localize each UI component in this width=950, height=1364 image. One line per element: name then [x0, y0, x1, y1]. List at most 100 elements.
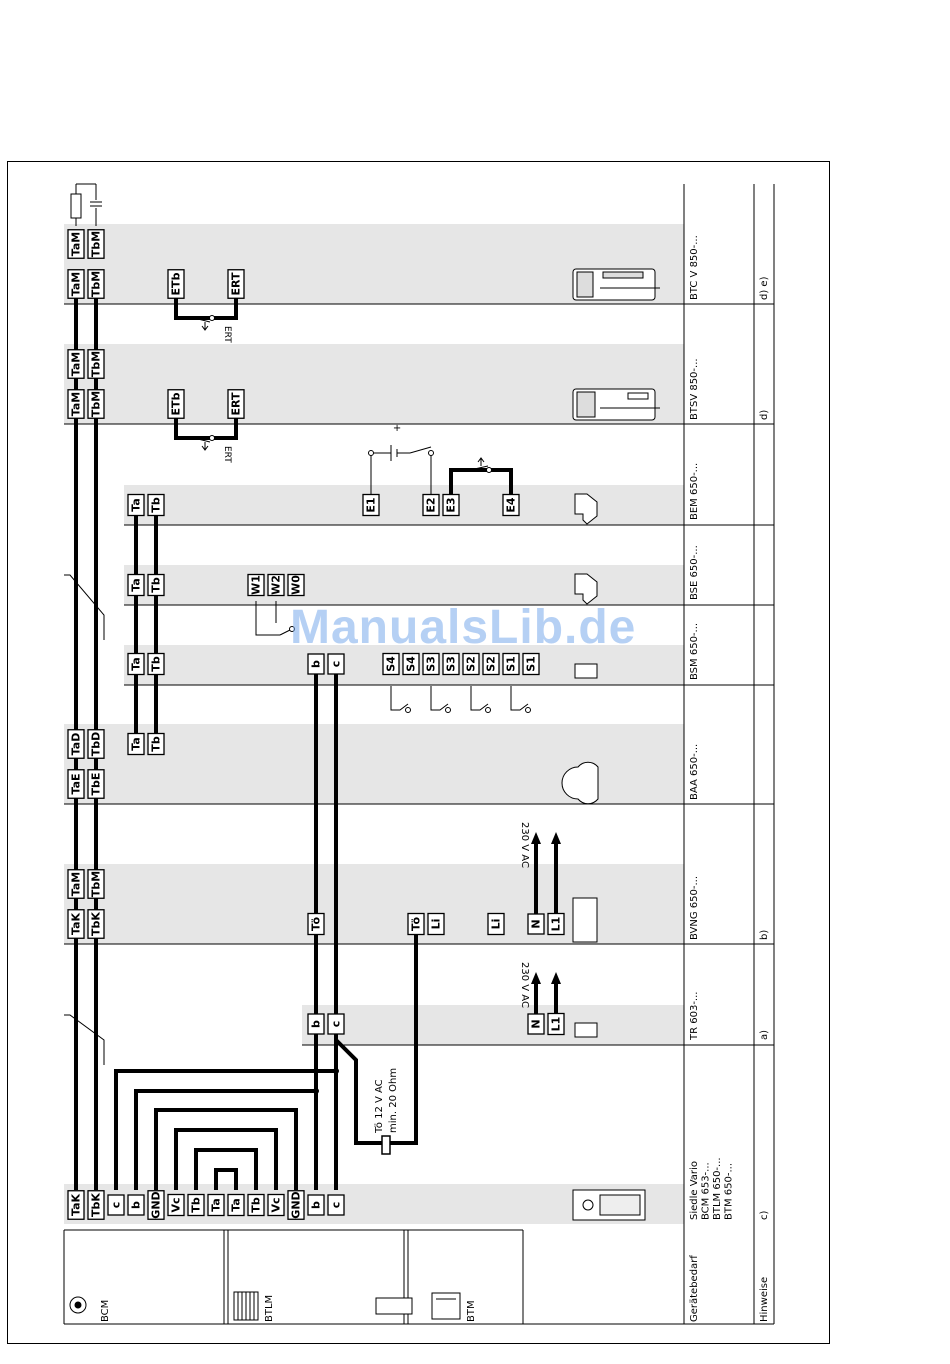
svg-text:Tö: Tö — [310, 917, 323, 931]
bsm-module-icon — [574, 663, 598, 679]
to-resistance-label: min. 20 Ohm — [388, 1068, 399, 1133]
terminal-S1: S1 — [502, 652, 520, 676]
svg-text:Ta: Ta — [210, 1198, 223, 1212]
svg-text:W0: W0 — [290, 575, 303, 595]
svg-text:b: b — [130, 1201, 143, 1209]
bcm-module-icon — [572, 1189, 646, 1221]
terminal-b: b — [307, 1194, 325, 1216]
svg-text:TbD: TbD — [90, 732, 103, 757]
svg-text:Ta: Ta — [130, 737, 143, 751]
svg-text:ETb: ETb — [170, 272, 183, 295]
svg-text:TbM: TbM — [90, 231, 103, 257]
svg-text:S2: S2 — [485, 656, 498, 672]
svg-text:b: b — [310, 1201, 323, 1209]
terminal-L1: L1 — [547, 1012, 565, 1036]
svg-text:ETb: ETb — [170, 392, 183, 415]
terminal-E2: E2 — [422, 493, 440, 517]
watermark: ManualsLib.de — [290, 601, 637, 654]
terminal-S4: S4 — [402, 652, 420, 676]
terminal-TbD: TbD — [87, 729, 105, 759]
ert-label: ERT — [222, 326, 232, 343]
btsv-device-icon — [572, 388, 660, 421]
terminal-TbM: TbM — [87, 269, 105, 299]
note-label: d) e) — [759, 276, 770, 300]
svg-text:E2: E2 — [425, 497, 438, 512]
bse-handset-icon — [574, 573, 598, 605]
svg-text:Tb: Tb — [150, 736, 163, 752]
column-separators — [63, 184, 775, 1325]
terminal-TaM: TaM — [67, 229, 85, 259]
svg-text:S2: S2 — [465, 656, 478, 672]
bem-handset-icon — [574, 493, 598, 525]
terminal-S4: S4 — [382, 652, 400, 676]
terminal-Tö: Tö — [307, 912, 325, 936]
tr-module-icon — [574, 1022, 598, 1038]
terminal-Ta: Ta — [127, 573, 145, 597]
terminal-E1: E1 — [362, 493, 380, 517]
svg-text:c: c — [110, 1202, 123, 1209]
svg-text:W2: W2 — [270, 575, 283, 595]
terminal-c: c — [107, 1194, 125, 1216]
terminal-TaM: TaM — [67, 869, 85, 899]
device-name: BEM 650-... — [689, 463, 700, 520]
terminal-TaK: TaK — [67, 1190, 85, 1220]
terminal-Tb: Tb — [147, 573, 165, 597]
svg-text:TaM: TaM — [70, 872, 83, 896]
svg-text:E1: E1 — [365, 497, 378, 512]
svg-text:Tb: Tb — [150, 577, 163, 593]
svg-text:ERT: ERT — [230, 272, 243, 295]
svg-text:TaK: TaK — [70, 913, 83, 936]
terminal-Li: Li — [487, 912, 505, 936]
svg-text:Tb: Tb — [150, 497, 163, 513]
device-list: Siedle VarioBCM 653-...BTLM 650-...BTM 6… — [689, 1157, 735, 1220]
voltage-label: 230 V AC — [519, 822, 530, 868]
svg-text:ERT: ERT — [230, 392, 243, 415]
svg-text:c: c — [330, 1021, 343, 1028]
terminal-L1: L1 — [547, 912, 565, 936]
svg-text:L1: L1 — [550, 917, 563, 932]
terminal-W2: W2 — [267, 573, 285, 597]
terminal-b: b — [307, 1013, 325, 1035]
device-icons — [69, 268, 660, 1321]
svg-text:TbK: TbK — [90, 1193, 103, 1217]
terminal-S2: S2 — [462, 652, 480, 676]
terminal-TaM: TaM — [67, 389, 85, 419]
arrow-heads — [531, 832, 561, 984]
terminal-S2: S2 — [482, 652, 500, 676]
thin-wires — [64, 183, 529, 1065]
device-name: BTSV 850-... — [689, 358, 700, 420]
terminal-TaM: TaM — [67, 349, 85, 379]
svg-text:TbM: TbM — [90, 271, 103, 297]
terminal-Tb: Tb — [147, 652, 165, 676]
terminal-TbE: TbE — [87, 769, 105, 799]
terminal-b: b — [307, 653, 325, 675]
plus-label: + — [393, 423, 401, 434]
device-name: BAA 650-... — [689, 744, 700, 800]
svg-text:TbK: TbK — [90, 912, 103, 936]
svg-text:c: c — [330, 661, 343, 668]
note-label: a) — [759, 1030, 770, 1040]
btlm-footer-icon — [233, 1291, 259, 1321]
terminal-TbK: TbK — [87, 909, 105, 939]
svg-text:Tb: Tb — [190, 1197, 203, 1213]
terminal-TaD: TaD — [67, 729, 85, 759]
svg-text:Ta: Ta — [130, 498, 143, 512]
terminal-Li: Li — [427, 912, 445, 936]
terminal-Vc: Vc — [267, 1193, 285, 1217]
terminal-Tb: Tb — [187, 1193, 205, 1217]
svg-text:Tb: Tb — [250, 1197, 263, 1213]
to-voltage-label: Tö 12 V AC — [374, 1079, 385, 1134]
svg-text:E4: E4 — [505, 497, 518, 513]
device-name: TR 603-... — [689, 992, 700, 1041]
baa-module-icon — [561, 761, 599, 805]
device-name: BVNG 650-... — [689, 876, 700, 940]
svg-text:TaD: TaD — [70, 733, 83, 756]
terminal-ETb: ETb — [167, 389, 185, 419]
svg-text:TaM: TaM — [70, 392, 83, 416]
svg-text:Li: Li — [430, 919, 443, 930]
svg-text:N: N — [530, 919, 543, 928]
svg-text:Tb: Tb — [150, 656, 163, 672]
device-name: BSE 650-... — [689, 545, 700, 600]
bvng-module-icon — [572, 897, 598, 943]
note-label: c) — [759, 1211, 770, 1220]
